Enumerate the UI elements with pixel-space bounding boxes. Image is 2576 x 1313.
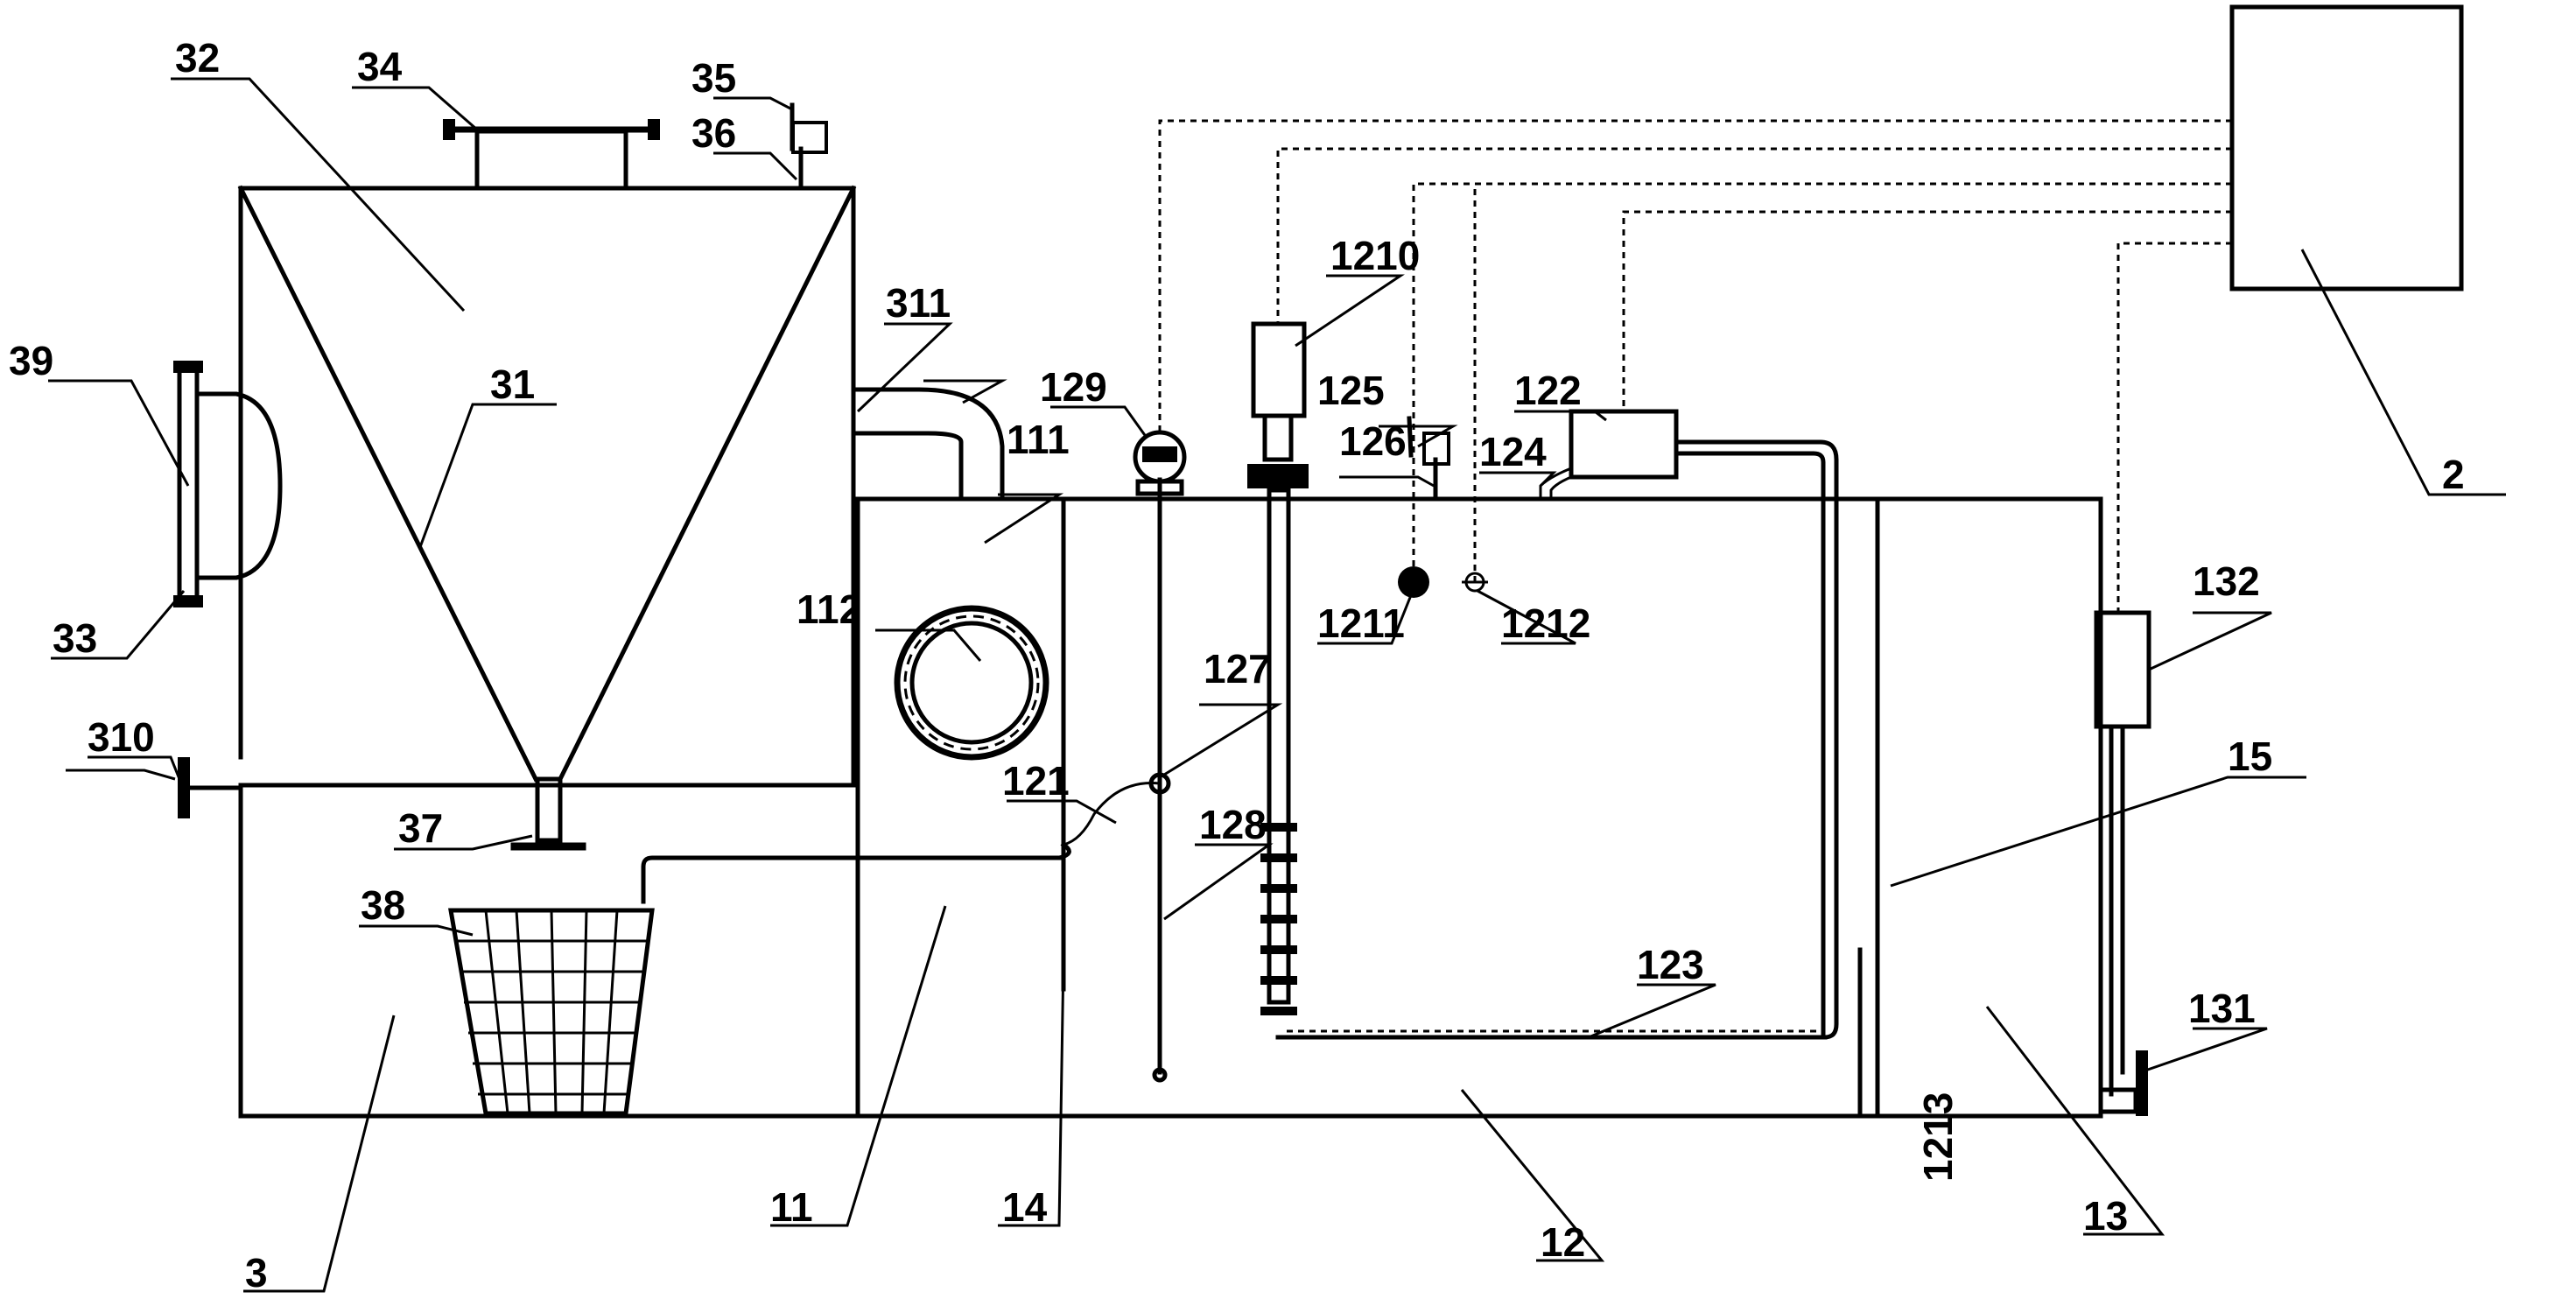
label-39: 39 — [9, 338, 53, 383]
label-125: 125 — [1317, 368, 1385, 413]
label-33: 33 — [53, 615, 97, 661]
label-32: 32 — [175, 35, 220, 81]
controller-box — [2229, 4, 2464, 291]
label-34: 34 — [357, 44, 403, 89]
inspection-port — [894, 605, 1049, 761]
label-3: 3 — [245, 1250, 268, 1295]
label-127: 127 — [1204, 646, 1271, 692]
label-126: 126 — [1339, 418, 1407, 464]
part-labels: 2 3 11 12 13 14 15 31 32 33 34 35 36 37 … — [9, 35, 2465, 1295]
label-1210: 1210 — [1330, 233, 1420, 278]
label-128: 128 — [1199, 802, 1267, 847]
label-38: 38 — [361, 882, 405, 928]
label-124: 124 — [1479, 429, 1547, 474]
blower-box — [1569, 409, 1679, 480]
label-11: 11 — [770, 1184, 813, 1230]
label-14: 14 — [1002, 1184, 1048, 1230]
label-2: 2 — [2442, 452, 2465, 497]
treatment-tank — [855, 321, 2151, 1119]
label-311: 311 — [886, 280, 951, 326]
label-36: 36 — [691, 110, 736, 156]
label-1211: 1211 — [1317, 600, 1405, 646]
label-1213: 1213 — [1915, 1092, 1961, 1182]
leader-lines — [48, 77, 2506, 1293]
label-12: 12 — [1541, 1219, 1585, 1265]
control-lines — [1158, 119, 2232, 613]
label-122: 122 — [1514, 368, 1582, 413]
label-112: 112 — [797, 586, 861, 632]
duct-311 — [855, 387, 1005, 502]
label-129: 129 — [1040, 364, 1107, 410]
label-37: 37 — [398, 805, 443, 851]
separator-unit — [173, 102, 1071, 1119]
label-123: 123 — [1637, 942, 1704, 987]
basket — [448, 908, 655, 1116]
label-132: 132 — [2193, 558, 2260, 604]
label-1212: 1212 — [1501, 600, 1590, 646]
label-121: 121 — [1002, 758, 1070, 804]
label-35: 35 — [691, 55, 736, 101]
label-31: 31 — [490, 362, 535, 407]
label-310: 310 — [88, 714, 155, 760]
label-13: 13 — [2083, 1193, 2128, 1239]
label-131: 131 — [2188, 986, 2256, 1031]
label-15: 15 — [2228, 734, 2272, 779]
label-111: 111 — [1007, 417, 1070, 462]
